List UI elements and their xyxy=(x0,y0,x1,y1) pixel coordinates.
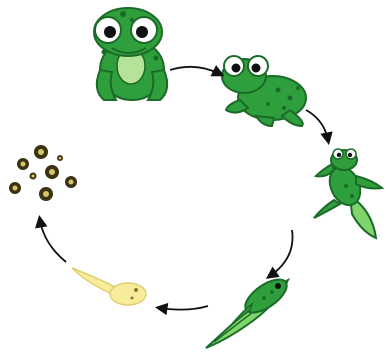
egg xyxy=(65,176,77,188)
egg xyxy=(57,155,63,161)
tadpole-icon xyxy=(72,268,146,305)
adult-frog-icon xyxy=(94,8,167,100)
egg xyxy=(17,158,29,170)
cycle-arrow-5 xyxy=(40,220,66,262)
egg xyxy=(30,173,37,180)
egg xyxy=(9,182,21,194)
frog-eggs-icon xyxy=(9,145,77,201)
egg xyxy=(39,187,53,201)
young-frog-icon xyxy=(222,56,306,126)
cycle-arrow-3 xyxy=(270,230,293,276)
egg xyxy=(45,165,59,179)
cycle-arrow-1 xyxy=(170,67,220,74)
egg xyxy=(34,145,48,159)
cycle-arrow-2 xyxy=(306,110,328,140)
cycle-arrow-4 xyxy=(160,306,208,310)
tadpole-with-legs-icon xyxy=(206,273,292,348)
froglet-icon xyxy=(314,149,382,238)
